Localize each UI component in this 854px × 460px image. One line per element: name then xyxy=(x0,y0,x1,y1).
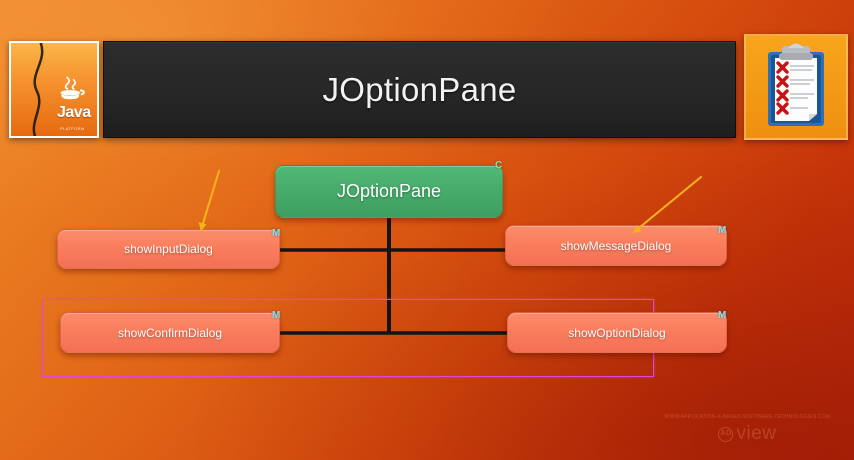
java-logo: Java PLATFORM xyxy=(9,41,99,138)
badge-method-m: M xyxy=(272,228,281,239)
node-label: showInputDialog xyxy=(124,242,213,256)
java-subtext: PLATFORM xyxy=(60,126,85,131)
page-title: JOptionPane xyxy=(322,70,517,108)
node-joptionpane-root[interactable]: JOptionPane xyxy=(275,165,503,218)
node-label: showMessageDialog xyxy=(560,238,672,253)
title-bar: JOptionPane xyxy=(103,41,736,138)
node-label: JOptionPane xyxy=(336,181,442,201)
node-label: showOptionDialog xyxy=(568,325,666,340)
badge-method-m: M xyxy=(272,310,281,321)
badge-class-c: C xyxy=(495,160,503,171)
node-show-option-dialog[interactable]: showOptionDialog xyxy=(507,312,727,353)
badge-method-m: M xyxy=(718,225,727,236)
pointer-arrow-right xyxy=(632,175,703,234)
java-logo-artwork xyxy=(11,43,97,136)
pointer-arrow-left xyxy=(198,169,221,232)
java-wordmark: Java xyxy=(57,104,91,121)
node-show-confirm-dialog[interactable]: showConfirmDialog xyxy=(60,312,280,353)
clipboard-checklist-icon xyxy=(744,34,848,140)
badge-method-m: M xyxy=(718,310,727,321)
node-label: showConfirmDialog xyxy=(117,325,223,340)
node-show-input-dialog[interactable]: showInputDialog xyxy=(57,229,280,269)
clipboard-artwork xyxy=(768,43,824,126)
node-show-message-dialog[interactable]: showMessageDialog xyxy=(505,225,727,266)
